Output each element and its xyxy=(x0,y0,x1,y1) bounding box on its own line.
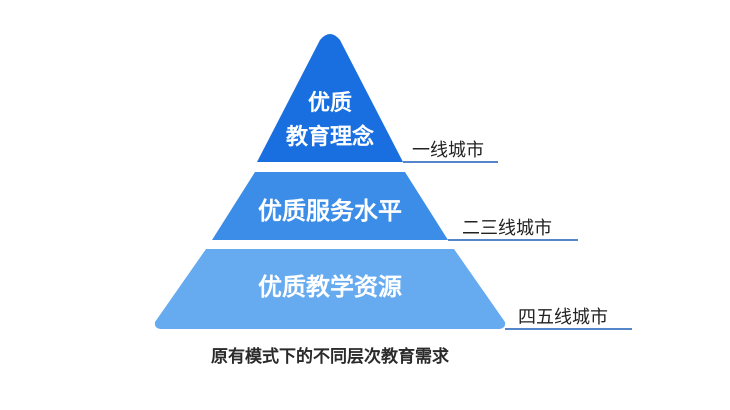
tier-top-label-line2: 教育理念 xyxy=(286,124,374,150)
tier-bottom-label: 优质教学资源 xyxy=(258,273,402,301)
tier-top: 优质 教育理念 一线城市 xyxy=(257,34,498,163)
tier-middle-shape xyxy=(212,172,448,240)
tier-middle-label: 优质服务水平 xyxy=(258,197,402,225)
tier-top-shape xyxy=(257,34,403,162)
tier-bottom-shape xyxy=(154,249,506,329)
tier-middle-city-label: 二三线城市 xyxy=(462,218,552,239)
tier-bottom-city-label: 四五线城市 xyxy=(518,307,608,328)
tier-top-label-line1: 优质 xyxy=(308,90,352,116)
diagram-caption: 原有模式下的不同层次教育需求 xyxy=(211,346,449,367)
tier-middle: 优质服务水平 二三线城市 xyxy=(212,172,578,241)
tier-top-city-label: 一线城市 xyxy=(412,140,484,161)
tier-bottom: 优质教学资源 四五线城市 xyxy=(154,249,632,330)
